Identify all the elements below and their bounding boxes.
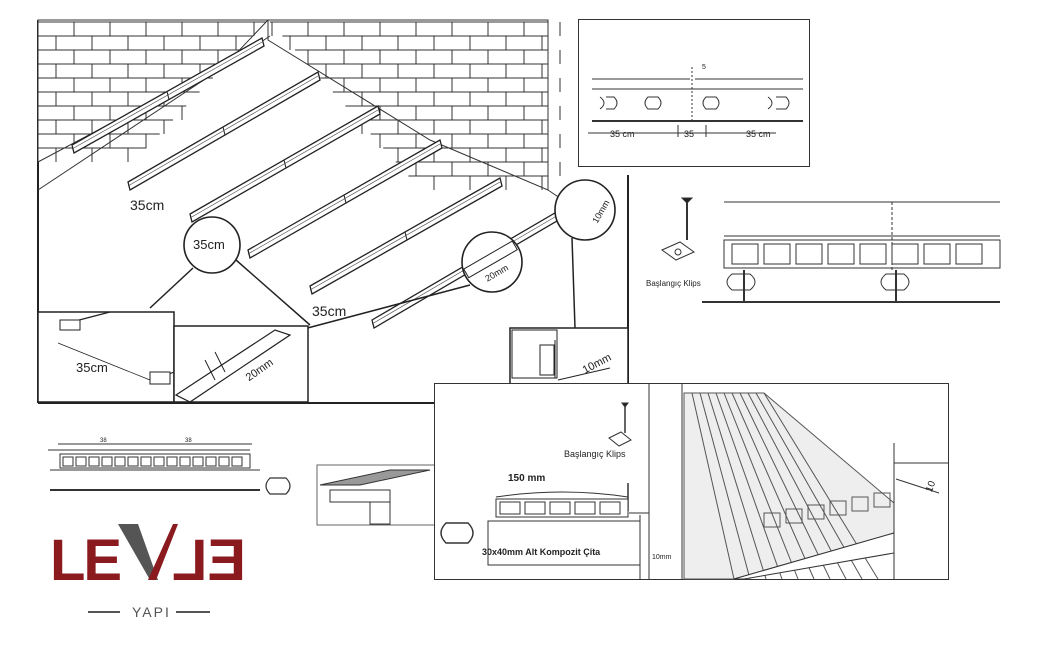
inset-spacing-label: 35cm: [76, 360, 108, 375]
bottom-joist-label: 30x40mm Alt Kompozit Çita: [482, 547, 601, 557]
small-dim-right: 38: [185, 438, 192, 444]
clip-detail-diagram: Başlangıç Klips: [646, 197, 1001, 303]
wall-gap-label: 10: [924, 479, 938, 494]
bottom-board-width: 150 mm: [508, 473, 545, 484]
logo-mark: LE EL YAPI: [50, 524, 246, 620]
main-installation-diagram: 35cm 35cm 35cm 20mm 10mm 35cm 20mm 10mm: [37, 19, 629, 404]
logo-brand-text: LE: [50, 528, 120, 593]
top-dim-mid: 35: [684, 129, 694, 139]
top-dim-right: 35 cm: [746, 129, 771, 139]
perspective-decking: [683, 392, 949, 580]
svg-text:EL: EL: [172, 528, 246, 593]
callout-circle-wall: [554, 179, 616, 241]
small-profile-diagram: 38 38: [48, 438, 436, 526]
spacing-label-b: 35cm: [312, 303, 346, 319]
left-brick-wall: [37, 19, 270, 163]
inset-gap: 20mm: [173, 325, 309, 403]
callout-spacing-label: 35cm: [193, 237, 225, 252]
right-brick-wall: [267, 19, 561, 191]
level-yapi-logo: LE EL YAPI: [48, 520, 253, 630]
spacing-label-a: 35cm: [130, 197, 164, 213]
top-dim-left: 35 cm: [610, 129, 635, 139]
clip-label: Başlangıç Klips: [646, 279, 701, 288]
callout-circle-spacing: [183, 216, 241, 274]
small-dim-left: 38: [100, 438, 107, 444]
bottom-gap-label: 10mm: [652, 554, 672, 561]
bottom-detail-diagram: Başlangıç Klips 150 mm 30x40mm Alt Kompo…: [434, 383, 949, 580]
top-right-profile-diagram: 5 35 cm 35 35 cm: [578, 19, 810, 167]
top-gap-label: 5: [702, 64, 706, 71]
inset-spacing: 35cm: [37, 311, 175, 403]
logo-sub-text: YAPI: [132, 604, 171, 620]
bottom-clip-label: Başlangıç Klips: [564, 449, 626, 459]
